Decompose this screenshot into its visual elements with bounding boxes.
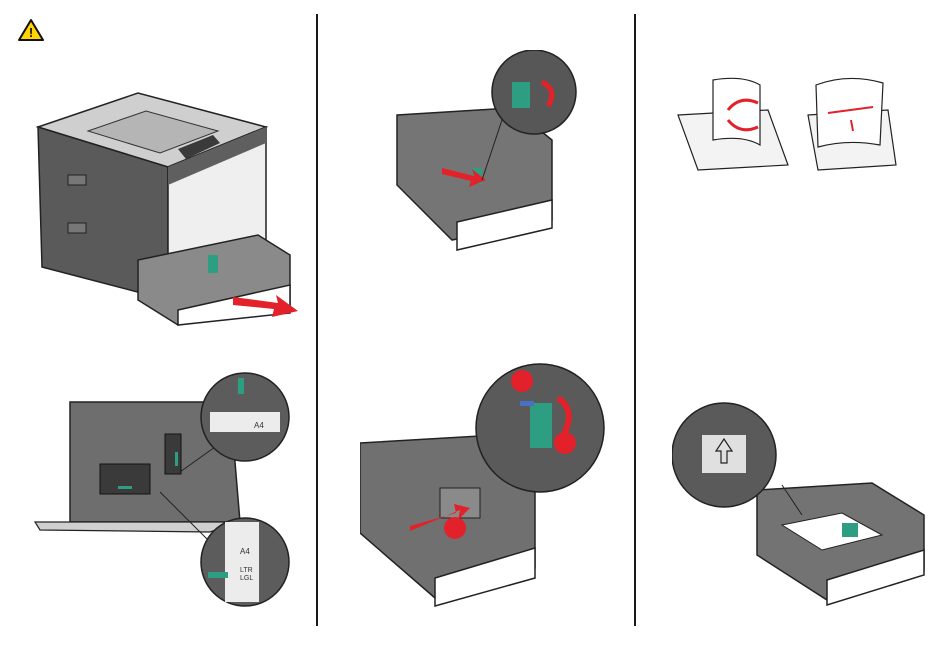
guide-callout [492, 50, 576, 134]
callout-bottom-lgl: LGL [240, 575, 253, 582]
load-paper-illustration [672, 395, 940, 607]
guide-slide-illustration [360, 348, 608, 610]
caution-icon: ! [18, 18, 44, 42]
panel-divider-right [634, 14, 636, 626]
guide-squeeze-illustration [392, 50, 592, 255]
paper-flex-illustration [668, 65, 898, 175]
caution-symbol: ! [29, 25, 33, 40]
printer-illustration [28, 85, 298, 330]
callout-top-label: A4 [254, 421, 264, 430]
tray-illustration: A4 A4 LTR LGL [30, 372, 300, 612]
callout-bottom-ltr: LTR [240, 567, 253, 574]
callout-bottom-a4: A4 [240, 547, 250, 556]
panel-divider-left [316, 14, 318, 626]
